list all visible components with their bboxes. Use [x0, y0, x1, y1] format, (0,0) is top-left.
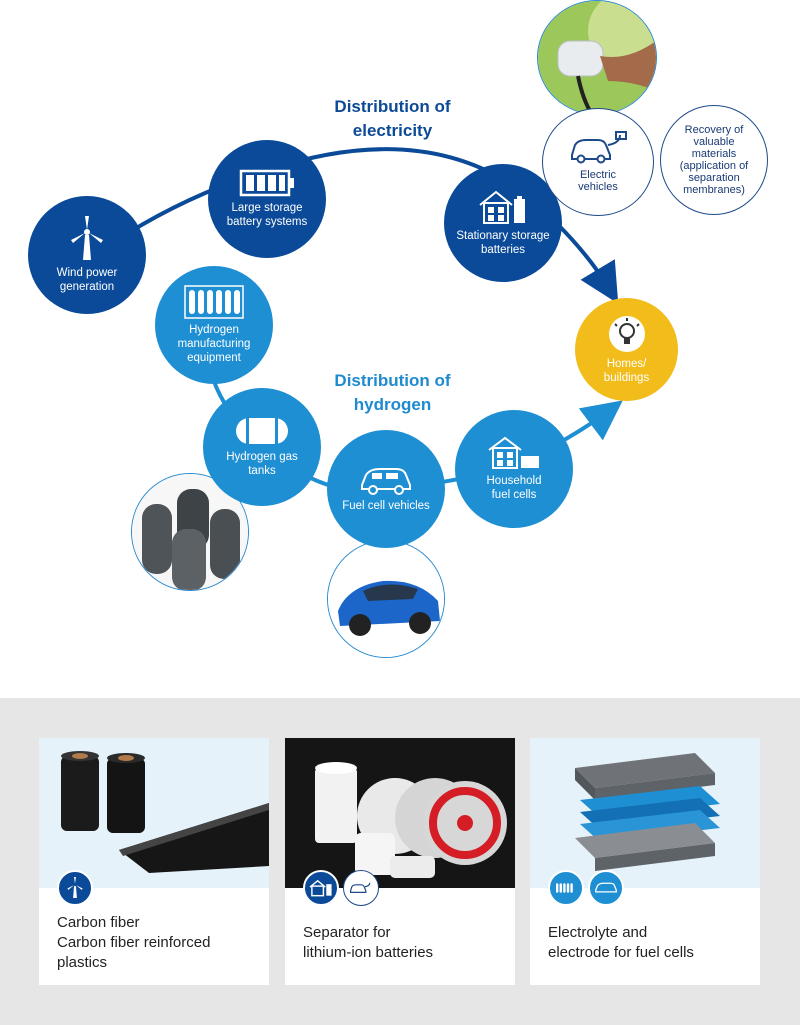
house-fuel-cell-icon: [488, 436, 539, 469]
battery-icon: [239, 169, 294, 197]
fuel-cell-car-photo: [327, 540, 445, 658]
house-battery-icon: [303, 870, 339, 906]
ev-charging-photo: [537, 0, 657, 115]
fuel-cell-car-icon: [588, 870, 624, 906]
light-bulb-icon: [608, 315, 645, 352]
house-battery-icon: [479, 190, 525, 224]
wind-turbine-icon: [57, 870, 93, 906]
hydrogen-equipment-icon: [548, 870, 584, 906]
separator-image: [285, 738, 515, 888]
wind-turbine-icon: [71, 216, 103, 260]
fuel-cell-stack-image: [530, 738, 760, 888]
electric-car-icon: [571, 131, 627, 164]
fuel-cell-car-icon: [361, 468, 411, 495]
carbon-fiber-image: [39, 738, 269, 888]
hydrogen-equipment-icon: [184, 285, 244, 319]
fuel-cell-vehicles-node: Fuel cell vehicles: [327, 430, 445, 548]
homes-buildings-node: Homes/buildings: [575, 298, 678, 401]
gas-tank-icon: [236, 418, 288, 444]
electric-car-icon: [343, 870, 379, 906]
